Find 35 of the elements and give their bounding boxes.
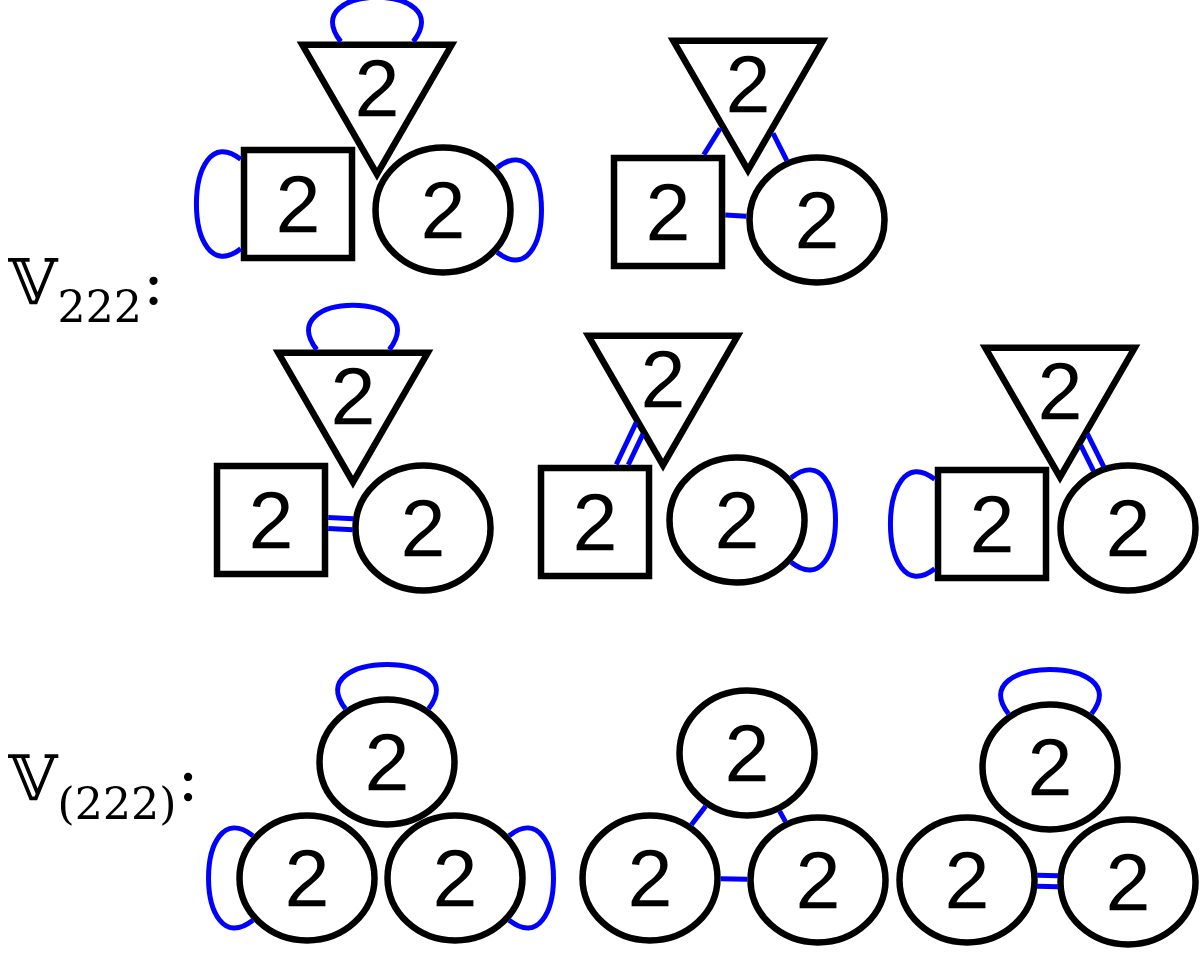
square-node: 2 bbox=[610, 154, 726, 270]
circle-node: 2 bbox=[979, 701, 1121, 833]
connector-line bbox=[328, 515, 354, 522]
square-node: 2 bbox=[934, 466, 1050, 582]
connector-line bbox=[328, 526, 353, 533]
connector-line bbox=[1085, 432, 1107, 468]
connector-line bbox=[720, 876, 748, 882]
square-node: 2 bbox=[213, 462, 329, 578]
math-label: 𝕍$_{222}$: bbox=[8, 258, 158, 322]
circle-node: 2 bbox=[666, 454, 808, 586]
circle-node: 2 bbox=[896, 814, 1038, 946]
connector-line bbox=[777, 810, 788, 823]
circle-node: 2 bbox=[1057, 816, 1199, 948]
connector-line bbox=[1036, 883, 1058, 890]
circle-node: 2 bbox=[747, 814, 889, 946]
circle-node: 2 bbox=[236, 812, 378, 944]
circle-node: 2 bbox=[352, 462, 494, 594]
circle-node: 2 bbox=[579, 812, 721, 944]
circle-node: 2 bbox=[746, 154, 888, 286]
connector-line bbox=[770, 132, 790, 162]
connector-line bbox=[614, 421, 639, 466]
connector-line bbox=[1078, 444, 1096, 472]
math-label: 𝕍$_{(222)}$: bbox=[8, 754, 193, 826]
circle-node: 2 bbox=[384, 812, 526, 944]
circle-node: 2 bbox=[1057, 462, 1199, 594]
connector-line bbox=[626, 433, 646, 466]
connector-line bbox=[689, 804, 708, 827]
circle-node: 2 bbox=[676, 687, 818, 819]
connector-line bbox=[725, 212, 747, 219]
square-node: 2 bbox=[537, 464, 653, 580]
circle-node: 2 bbox=[372, 144, 514, 276]
circle-node: 2 bbox=[316, 696, 458, 828]
connector-line bbox=[701, 127, 723, 157]
square-node: 2 bbox=[240, 146, 356, 262]
connector-line bbox=[1037, 872, 1059, 879]
